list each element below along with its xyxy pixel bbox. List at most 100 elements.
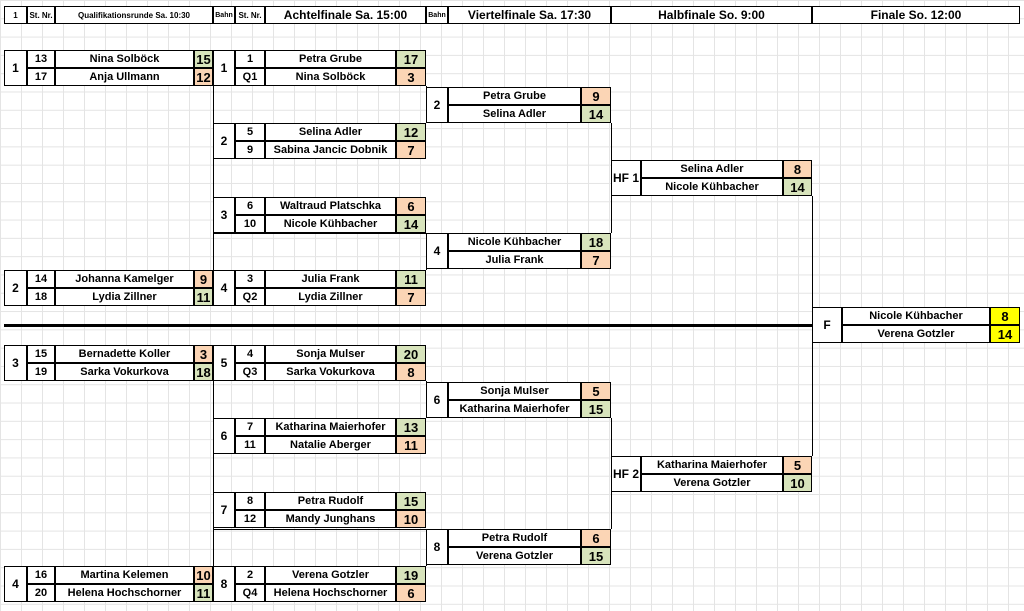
semifinal-lane: HF 1	[611, 160, 641, 196]
semifinal-lane: HF 2	[611, 456, 641, 492]
r16-lane: 5	[213, 345, 235, 381]
connector-line	[426, 86, 427, 123]
quali-start-nr: 15	[27, 345, 55, 363]
r16-score: 12	[396, 123, 426, 141]
quali-score: 10	[194, 566, 213, 584]
quali-start-nr: 19	[27, 363, 55, 381]
r16-start-nr: 2	[235, 566, 265, 584]
connector-line	[611, 123, 612, 160]
r16-start-nr: 11	[235, 436, 265, 454]
r16-score: 13	[396, 418, 426, 436]
r16-player-name: Waltraud Platschka	[265, 197, 396, 215]
header-final: Finale So. 12:00	[812, 6, 1020, 24]
semifinal-score: 14	[783, 178, 812, 196]
quali-score: 18	[194, 363, 213, 381]
r16-start-nr: Q3	[235, 363, 265, 381]
header-qualification: Qualifikationsrunde Sa. 10:30	[55, 6, 213, 24]
r16-start-nr: Q1	[235, 68, 265, 86]
semifinal-player-name: Nicole Kühbacher	[641, 178, 783, 196]
semifinal-player-name: Verena Gotzler	[641, 474, 783, 492]
quarterfinal-player-name: Julia Frank	[448, 251, 581, 269]
quarterfinal-lane: 4	[426, 233, 448, 269]
r16-player-name: Nicole Kühbacher	[265, 215, 396, 233]
r16-start-nr: 10	[235, 215, 265, 233]
connector-line	[426, 233, 427, 270]
r16-lane: 2	[213, 123, 235, 159]
header-quarterfinal: Viertelfinale Sa. 17:30	[448, 6, 611, 24]
r16-start-nr: 4	[235, 345, 265, 363]
quarterfinal-score: 9	[581, 87, 611, 105]
header-start-nr-2: St. Nr.	[235, 6, 265, 24]
quali-score: 15	[194, 50, 213, 68]
quarterfinal-score: 6	[581, 529, 611, 547]
quali-score: 9	[194, 270, 213, 288]
r16-lane: 3	[213, 197, 235, 233]
header-lane: Bahn	[213, 6, 235, 24]
quali-start-nr: 20	[27, 584, 55, 602]
quarterfinal-score: 15	[581, 547, 611, 565]
final-score: 8	[990, 307, 1020, 325]
quarterfinal-player-name: Selina Adler	[448, 105, 581, 123]
quali-score: 12	[194, 68, 213, 86]
quarterfinal-player-name: Petra Grube	[448, 87, 581, 105]
r16-player-name: Natalie Aberger	[265, 436, 396, 454]
quali-player-name: Nina Solböck	[55, 50, 194, 68]
connector-line	[213, 123, 426, 124]
r16-player-name: Lydia Zillner	[265, 288, 396, 306]
quali-score: 3	[194, 345, 213, 363]
r16-score: 10	[396, 510, 426, 528]
r16-score: 17	[396, 50, 426, 68]
connector-line	[812, 343, 813, 456]
quali-player-name: Lydia Zillner	[55, 288, 194, 306]
connector-line	[213, 529, 426, 530]
r16-start-nr: 6	[235, 197, 265, 215]
r16-score: 15	[396, 492, 426, 510]
connector-line	[426, 381, 427, 418]
quarterfinal-player-name: Petra Rudolf	[448, 529, 581, 547]
r16-player-name: Katharina Maierhofer	[265, 418, 396, 436]
connector-line	[426, 529, 427, 566]
r16-lane: 6	[213, 418, 235, 454]
header-start-nr: St. Nr.	[27, 6, 55, 24]
final-player-name: Nicole Kühbacher	[842, 307, 990, 325]
r16-score: 3	[396, 68, 426, 86]
quali-lane: 1	[4, 50, 27, 86]
r16-player-name: Helena Hochschorner	[265, 584, 396, 602]
connector-line	[611, 196, 612, 233]
r16-score: 11	[396, 436, 426, 454]
r16-score: 19	[396, 566, 426, 584]
r16-start-nr: 1	[235, 50, 265, 68]
quarterfinal-player-name: Sonja Mulser	[448, 382, 581, 400]
quarterfinal-score: 7	[581, 251, 611, 269]
r16-score: 6	[396, 584, 426, 602]
header-round-of-16: Achtelfinale Sa. 15:00	[265, 6, 426, 24]
connector-line	[812, 196, 813, 307]
r16-player-name: Sabina Jancic Dobnik	[265, 141, 396, 159]
quali-player-name: Helena Hochschorner	[55, 584, 194, 602]
quarterfinal-score: 15	[581, 400, 611, 418]
semifinal-player-name: Selina Adler	[641, 160, 783, 178]
r16-start-nr: Q2	[235, 288, 265, 306]
header-semifinal: Halbfinale So. 9:00	[611, 6, 812, 24]
quali-start-nr: 18	[27, 288, 55, 306]
semifinal-score: 10	[783, 474, 812, 492]
quarterfinal-score: 18	[581, 233, 611, 251]
r16-start-nr: 3	[235, 270, 265, 288]
semifinal-player-name: Katharina Maierhofer	[641, 456, 783, 474]
quali-start-nr: 13	[27, 50, 55, 68]
r16-player-name: Nina Solböck	[265, 68, 396, 86]
r16-player-name: Mandy Junghans	[265, 510, 396, 528]
quali-player-name: Martina Kelemen	[55, 566, 194, 584]
r16-lane: 4	[213, 270, 235, 306]
r16-player-name: Petra Rudolf	[265, 492, 396, 510]
r16-score: 20	[396, 345, 426, 363]
quali-player-name: Bernadette Koller	[55, 345, 194, 363]
r16-score: 6	[396, 197, 426, 215]
quarterfinal-lane: 2	[426, 87, 448, 123]
r16-start-nr: 9	[235, 141, 265, 159]
r16-score: 14	[396, 215, 426, 233]
quali-score: 11	[194, 584, 213, 602]
r16-player-name: Verena Gotzler	[265, 566, 396, 584]
r16-start-nr: 5	[235, 123, 265, 141]
